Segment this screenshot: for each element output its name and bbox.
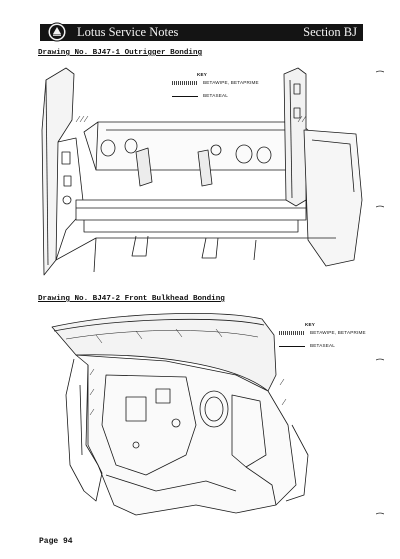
header-section: Section BJ: [303, 25, 357, 39]
drawing-2-key-item-betaseal: BETASEAL: [310, 343, 336, 348]
punch-mark: [376, 70, 384, 73]
betawipe-hatch-swatch: [279, 331, 305, 335]
punch-mark: [376, 205, 384, 208]
page-number: Page 94: [39, 537, 73, 546]
lotus-logo-icon: [47, 22, 67, 42]
betaseal-line-swatch: [172, 96, 198, 97]
drawing-2-key-item-betawipe: BETAWIPE, BETAPRIME: [310, 330, 366, 335]
drawing-1-caption: Drawing No. BJ47-1 Outrigger Bonding: [38, 49, 203, 57]
drawing-1-key-item-betawipe: BETAWIPE, BETAPRIME: [203, 80, 259, 85]
header-title: Lotus Service Notes: [77, 25, 179, 39]
betaseal-line-swatch: [279, 346, 305, 347]
punch-mark: [376, 512, 384, 515]
front-bulkhead-bonding-drawing: [51, 313, 309, 516]
drawing-2-key-title: KEY: [305, 322, 316, 327]
drawing-1-key-item-betaseal: BETASEAL: [203, 93, 229, 98]
betawipe-hatch-swatch: [172, 81, 198, 85]
punch-mark: [376, 358, 384, 361]
page-header: Lotus Service Notes Section BJ: [40, 22, 363, 42]
drawing-2-caption: Drawing No. BJ47-2 Front Bulkhead Bondin…: [38, 295, 225, 303]
outrigger-bonding-drawing: [41, 67, 363, 276]
drawing-1-key-title: KEY: [197, 72, 208, 77]
